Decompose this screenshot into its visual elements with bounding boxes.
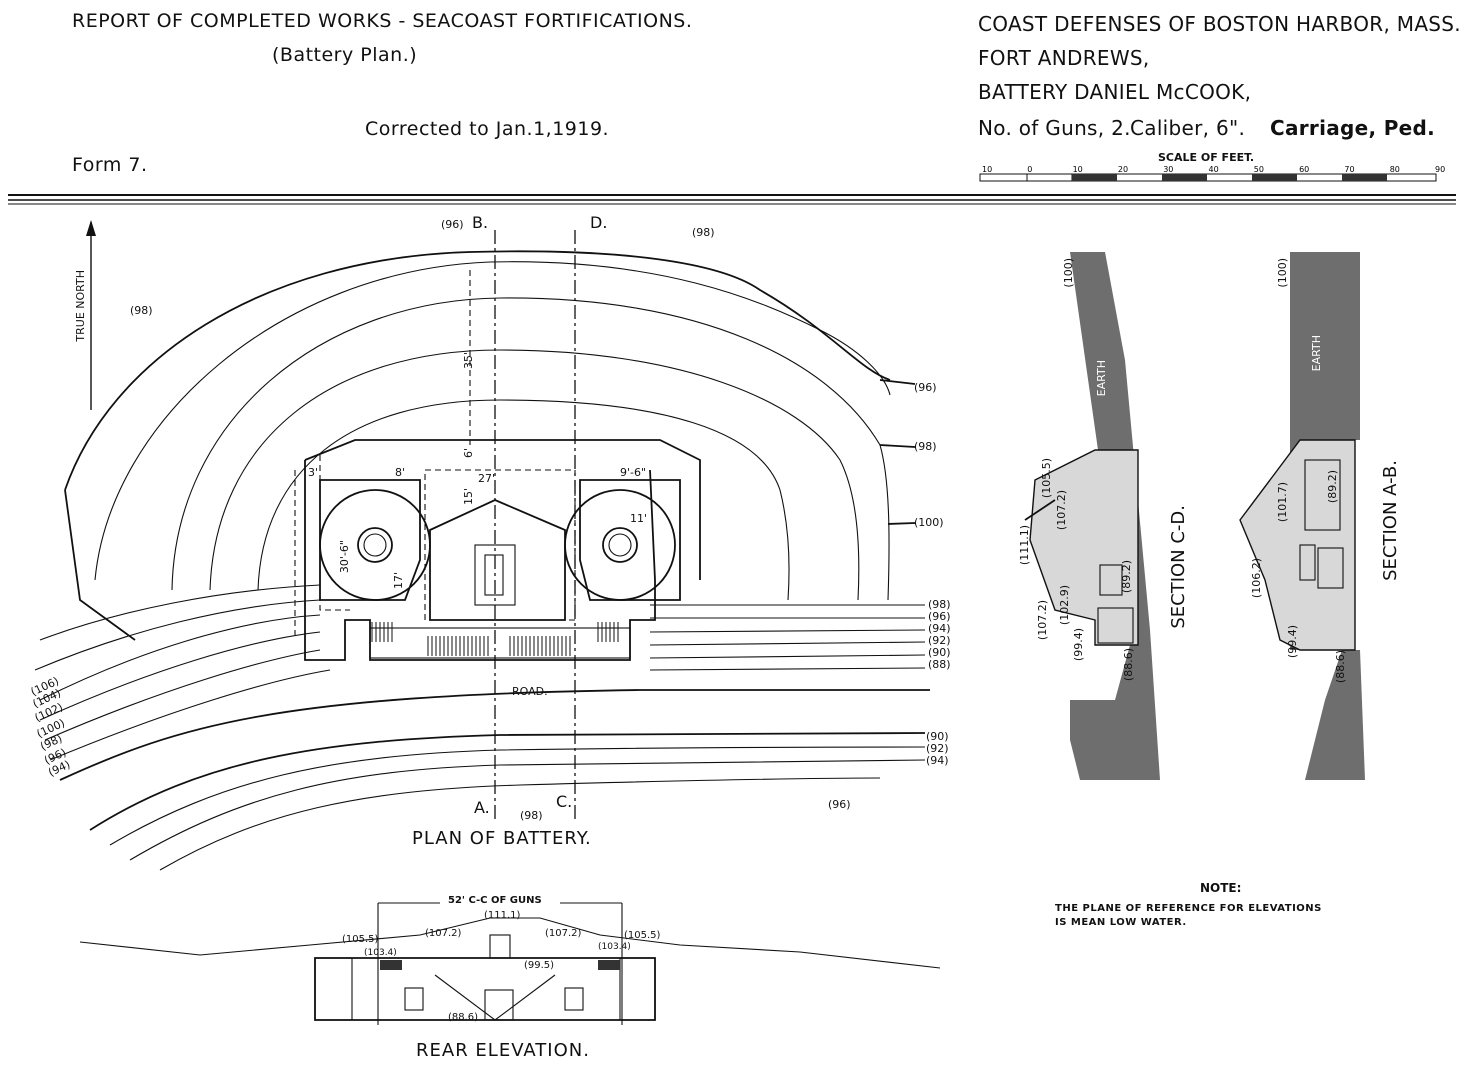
contour-right-100: (100) <box>914 516 944 529</box>
section-mark-d: D. <box>590 213 608 232</box>
section-cd-elev-105-5: (105.5) <box>1040 458 1053 499</box>
dim-6: 6' <box>462 448 475 459</box>
contour-mid-90: (90) <box>928 646 951 659</box>
guns-count: No. of Guns, 2. <box>978 116 1131 140</box>
rear-elev-88-6: (88.6) <box>448 1012 479 1023</box>
contour-top-96: (96) <box>441 218 464 231</box>
note-line1: THE PLANE OF REFERENCE FOR ELEVATIONS <box>1055 903 1322 914</box>
corrected-date: Corrected to Jan.1,1919. <box>365 118 610 140</box>
section-ab-elev-100: (100) <box>1276 258 1289 288</box>
contour-mid-96: (96) <box>928 610 951 623</box>
rear-elev-105-5a: (105.5) <box>342 934 379 945</box>
scale-tick-label: 60 <box>1299 165 1309 174</box>
carriage: Carriage, Ped. <box>1270 116 1436 140</box>
road-contours <box>34 584 930 871</box>
section-mark-c: C. <box>556 792 573 811</box>
section-cd <box>1024 252 1160 780</box>
section-ab <box>1239 252 1365 780</box>
rear-elev-105-5b: (105.5) <box>624 930 661 941</box>
section-mark-b: B. <box>472 213 489 232</box>
dim-15: 15' <box>462 488 475 506</box>
section-ab-elev-106-2: (106.2) <box>1250 558 1263 599</box>
contour-low-92: (92) <box>926 742 949 755</box>
scale-tick-label: 50 <box>1254 165 1264 174</box>
form-number: Form 7. <box>72 154 148 176</box>
dim-30-6: 30'-6" <box>338 540 351 574</box>
dim-8: 8' <box>395 466 406 479</box>
section-cd-elev-89-2: (89.2) <box>1120 560 1133 594</box>
rear-elevation <box>79 902 941 1025</box>
section-ab-earth: EARTH <box>1310 335 1323 372</box>
section-cd-elev-99-4: (99.4) <box>1072 628 1085 662</box>
section-cd-elev-111-1: (111.1) <box>1018 525 1031 566</box>
dim-9-6: 9'-6" <box>620 466 647 479</box>
section-ab-elev-101-7: (101.7) <box>1276 482 1289 523</box>
dim-3: 3' <box>308 466 319 479</box>
dim-35: 35' <box>462 352 475 370</box>
contour-bottom-96: (96) <box>828 798 851 811</box>
contour-mid-98: (98) <box>928 598 951 611</box>
contour-mid-92: (92) <box>928 634 951 647</box>
contour-mid-88: (88) <box>928 658 951 671</box>
section-ab-elev-99-4: (99.4) <box>1286 625 1299 659</box>
section-ab-elev-88-6: (88.6) <box>1334 650 1347 684</box>
section-cd-elev-100: (100) <box>1062 258 1075 288</box>
rear-elev-107-2a: (107.2) <box>425 928 462 939</box>
caliber: Caliber, 6". <box>1130 116 1246 140</box>
rear-elevation-title: REAR ELEVATION. <box>416 1040 590 1061</box>
contour-right-98: (98) <box>914 440 937 453</box>
contour-low-94: (94) <box>926 754 949 767</box>
section-cd-title: SECTION C-D. <box>1168 505 1189 629</box>
battery-name: BATTERY DANIEL McCOOK, <box>978 80 1252 104</box>
dim-17: 17' <box>392 572 405 590</box>
section-cd-earth: EARTH <box>1095 360 1108 397</box>
contour-mid-94: (94) <box>928 622 951 635</box>
rear-elev-111-1: (111.1) <box>484 910 521 921</box>
contour-left-98: (98) <box>130 304 153 317</box>
section-cd-elev-107-2: (107.2) <box>1055 490 1068 531</box>
scale-tick-label: 0 <box>1027 165 1032 174</box>
section-ab-title: SECTION A-B. <box>1380 460 1401 581</box>
scale-tick-label: 70 <box>1344 165 1354 174</box>
scale-tick-label: 20 <box>1118 165 1128 174</box>
fort-name: FORT ANDREWS, <box>978 46 1150 70</box>
section-cd-elev-102-9: (102.9) <box>1058 585 1071 626</box>
section-mark-a: A. <box>474 798 490 817</box>
north-label: TRUE NORTH <box>74 270 87 342</box>
contour-right-96: (96) <box>914 381 937 394</box>
scale-tick-label: 90 <box>1435 165 1445 174</box>
rear-elev-103-4a: (103.4) <box>364 948 397 958</box>
defense-district: COAST DEFENSES OF BOSTON HARBOR, MASS. <box>978 12 1460 36</box>
scale-tick-label: 10 <box>982 165 992 174</box>
section-cd-elev-88-6: (88.6) <box>1122 648 1135 682</box>
embankment-contours <box>64 250 916 641</box>
battery-structure <box>294 439 701 661</box>
contour-bottom-98: (98) <box>520 809 543 822</box>
rear-span: 52' C-C OF GUNS <box>448 895 542 906</box>
contour-low-90: (90) <box>926 730 949 743</box>
rear-elev-103-4b: (103.4) <box>598 942 631 952</box>
note-line2: IS MEAN LOW WATER. <box>1055 917 1187 928</box>
rear-elev-107-2b: (107.2) <box>545 928 582 939</box>
contour-top-98: (98) <box>692 226 715 239</box>
section-ab-elev-89-2: (89.2) <box>1326 470 1339 504</box>
scale-bar: 10 0 10 20 30 40 50 60 70 80 90 <box>979 165 1445 182</box>
report-title: REPORT OF COMPLETED WORKS - SEACOAST FOR… <box>72 10 693 32</box>
plan-title: PLAN OF BATTERY. <box>412 828 592 849</box>
dim-27: 27' <box>478 472 496 485</box>
scale-tick-label: 30 <box>1163 165 1173 174</box>
scale-tick-label: 40 <box>1209 165 1219 174</box>
note-title: NOTE: <box>1200 881 1242 895</box>
section-cd-elev-107-2b: (107.2) <box>1036 600 1049 641</box>
scale-title: SCALE OF FEET. <box>1158 151 1255 164</box>
rear-elev-99-5: (99.5) <box>524 960 555 971</box>
dim-11: 11' <box>630 512 648 525</box>
scale-tick-label: 10 <box>1073 165 1083 174</box>
north-arrow <box>86 220 96 410</box>
report-subtitle: (Battery Plan.) <box>272 44 418 66</box>
road-label: ROAD. <box>512 685 548 698</box>
scale-tick-label: 80 <box>1390 165 1400 174</box>
